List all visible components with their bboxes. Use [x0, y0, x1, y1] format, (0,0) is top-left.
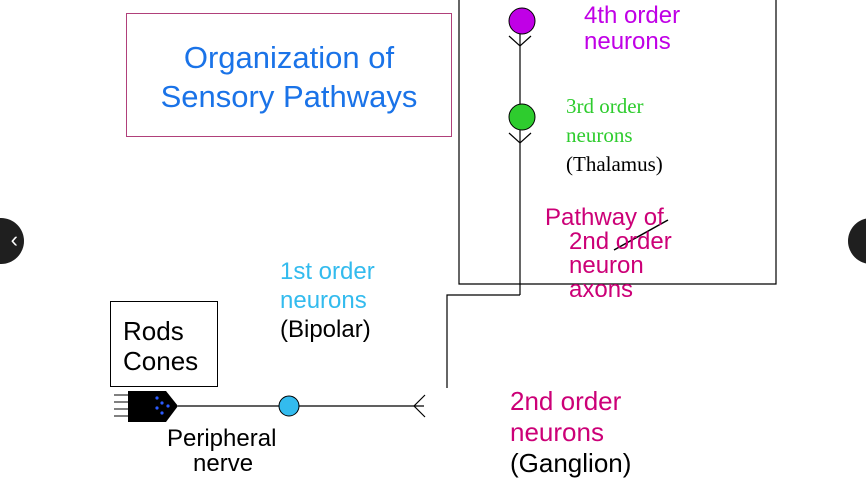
peripheral-nerve-label-line-2: nerve: [193, 450, 254, 477]
third-order-label-line-2: neurons: [566, 123, 633, 147]
peripheral-nerve-label-line-1: Peripheral: [167, 425, 277, 452]
next-slide-button[interactable]: [848, 218, 866, 264]
rods-label: Rods: [123, 316, 184, 346]
first-order-label-line-2: neurons: [280, 287, 367, 314]
fourth-order-label-line-2: neurons: [584, 28, 671, 55]
first-order-label: 1st order neurons (Bipolar): [280, 257, 375, 344]
fourth-order-label: 4th order neurons: [584, 3, 680, 55]
pathway-label-line-2: 2nd order: [569, 228, 672, 255]
page-title: Organization of Sensory Pathways: [127, 38, 451, 116]
fourth-order-label-line-1: 4th order: [584, 2, 681, 29]
pathway-label-line-3: neuron: [569, 252, 644, 279]
pathway-label-line-1: Pathway of: [545, 204, 664, 231]
pathway-label-line-4: axons: [569, 276, 634, 303]
second-order-label-line-3: (Ganglion): [510, 448, 632, 478]
second-order-label-line-2: neurons: [510, 417, 604, 447]
axon-connector: [446, 294, 520, 388]
cones-label: Cones: [123, 346, 199, 376]
chevron-left-icon: ‹: [10, 227, 18, 252]
rods-cones-box: Rods Cones: [110, 301, 218, 387]
peripheral-nerve-label: Peripheral nerve: [167, 426, 276, 476]
title-line-1: Organization of: [183, 40, 395, 75]
second-order-label: 2nd order neurons (Ganglion): [510, 386, 631, 479]
third-order-label: 3rd order neurons (Thalamus): [566, 92, 663, 179]
fourth-order-neuron: [508, 7, 536, 35]
first-order-label-line-1: 1st order: [280, 258, 375, 285]
title-line-2: Sensory Pathways: [160, 79, 418, 114]
synapse-fork-1st: [413, 394, 426, 418]
third-order-label-line-3: (Thalamus): [566, 152, 663, 176]
first-order-neuron: [278, 395, 300, 417]
third-order-neuron: [508, 103, 536, 131]
synapse-fork-3rd: [508, 132, 532, 144]
first-order-label-line-3: (Bipolar): [280, 316, 371, 343]
pathway-label: Pathway of 2nd order neuron axons: [545, 206, 672, 302]
second-order-label-line-1: 2nd order: [510, 386, 622, 416]
synapse-fork-4th: [508, 35, 532, 47]
title-box: Organization of Sensory Pathways: [126, 13, 452, 137]
third-order-label-line-1: 3rd order: [566, 94, 644, 118]
thalamus-region-box: [458, 0, 777, 285]
pathway-crossing-line: [613, 219, 669, 251]
receptor-cell-icon: [114, 391, 178, 422]
